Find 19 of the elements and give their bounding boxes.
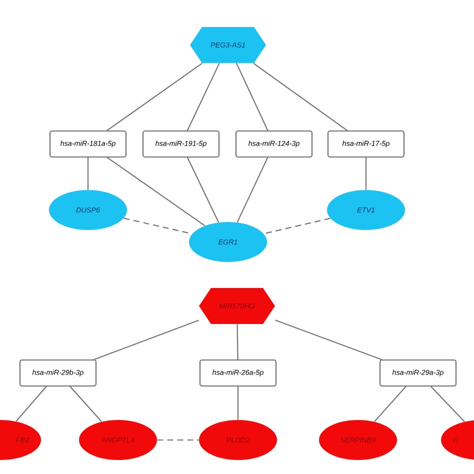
connector-line [106,62,203,132]
connector-line [430,386,465,422]
connector-line [275,320,382,360]
connector-line [157,439,199,441]
connector-line [106,156,206,226]
connector-line [365,157,367,190]
connector-line [70,386,102,422]
connector-line [237,386,239,420]
connector-line [264,218,330,234]
connector-line [16,386,47,422]
connector-line [186,62,220,131]
connector-line [236,62,268,131]
connector-line [236,157,268,223]
connector-line [253,62,348,132]
connector-line [94,320,199,360]
connector-line [374,386,406,422]
connector-line [87,157,89,190]
connector-line [186,157,220,223]
connector-line [236,324,238,360]
